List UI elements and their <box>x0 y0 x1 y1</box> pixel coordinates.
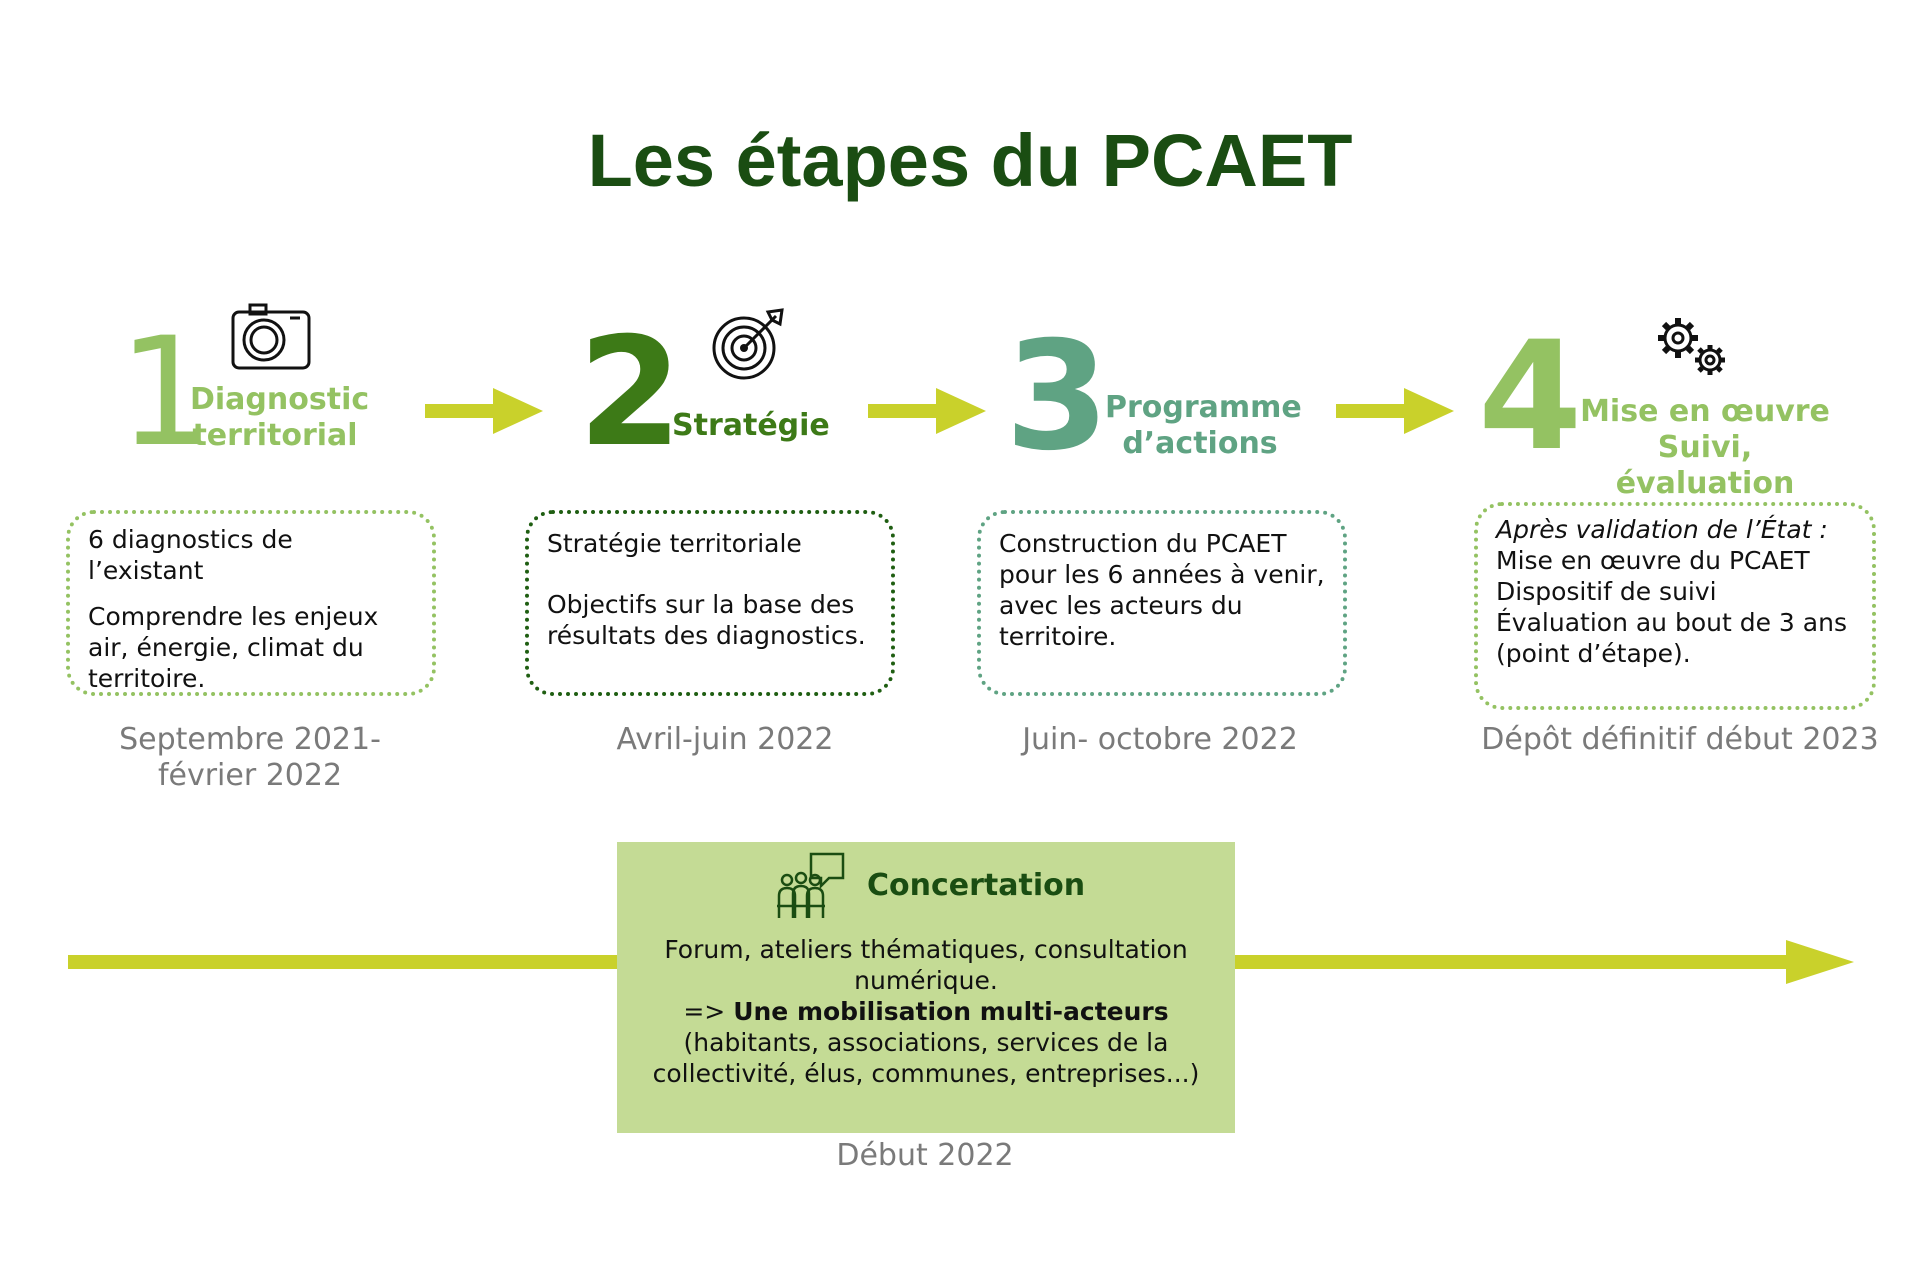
step-3-box-line: territoire. <box>999 622 1117 651</box>
concertation-line: => Une mobilisation multi-acteurs <box>617 996 1235 1027</box>
concertation-line: collectivité, élus, communes, entreprise… <box>652 1059 1200 1088</box>
step-3-label-line: Programme <box>1105 390 1302 425</box>
target-icon <box>710 306 786 382</box>
step-4-label: Mise en œuvre Suivi, évaluation <box>1575 394 1835 502</box>
step-1-label: Diagnostic territorial <box>190 382 370 454</box>
step-4-label-line: Mise en œuvre <box>1580 394 1830 429</box>
step-3-number: 3 <box>1005 310 1110 484</box>
step-4-box-line: Dispositif de suivi <box>1496 577 1717 606</box>
step-3-box-line: pour les 6 années à venir, <box>999 560 1325 589</box>
step-4-label-line: Suivi, évaluation <box>1615 430 1795 501</box>
step-1-box-line: territoire. <box>88 664 206 693</box>
step-1-date-line: Septembre 2021- <box>119 722 381 757</box>
concertation-title: Concertation <box>867 868 1086 903</box>
step-arrow <box>425 386 545 440</box>
step-4-date: Dépôt définitif début 2023 <box>1470 722 1890 758</box>
page-title: Les étapes du PCAET <box>587 119 1353 202</box>
step-4-box-line: Évaluation au bout de 3 ans <box>1496 608 1847 637</box>
concertation-arrow-prefix: => <box>683 997 734 1026</box>
step-arrow <box>868 386 988 440</box>
step-3-box-line: avec les acteurs du <box>999 591 1243 620</box>
step-3-label: Programme d’actions <box>1105 390 1302 462</box>
step-3-date: Juin- octobre 2022 <box>1000 722 1320 758</box>
step-3-box-line: Construction du PCAET <box>999 529 1287 558</box>
step-1-box-line: Comprendre les enjeux <box>88 602 379 631</box>
concertation-line: (habitants, associations, services de la <box>683 1028 1169 1057</box>
step-2-date-line: Avril-juin 2022 <box>616 722 834 757</box>
step-1-date-line: février 2022 <box>157 758 343 793</box>
step-4-box-line: (point d’étape). <box>1496 639 1691 668</box>
step-2-box-line: Objectifs sur la base des <box>547 590 855 619</box>
step-2-number: 2 <box>578 306 683 480</box>
step-1-label-line: territorial <box>192 418 358 453</box>
gears-icon <box>1652 314 1730 380</box>
step-2-box-line: résultats des diagnostics. <box>547 621 866 650</box>
step-1-box-line: air, énergie, climat du <box>88 633 364 662</box>
concertation-body: Forum, ateliers thématiques, consultatio… <box>617 934 1235 1089</box>
step-2-label-line: Stratégie <box>672 408 830 443</box>
step-arrow <box>1336 386 1456 440</box>
step-4-box-line: Mise en œuvre du PCAET <box>1496 546 1810 575</box>
step-3-date-line: Juin- octobre 2022 <box>1022 722 1298 757</box>
camera-icon <box>230 302 312 372</box>
concertation-line: Forum, ateliers thématiques, consultatio… <box>664 935 1188 964</box>
step-1-label-line: Diagnostic <box>190 382 370 417</box>
step-4-box: Après validation de l’État : Mise en œuv… <box>1474 502 1876 710</box>
step-4-number: 4 <box>1478 310 1583 484</box>
step-1-date: Septembre 2021- février 2022 <box>100 722 400 794</box>
step-2-label: Stratégie <box>672 408 830 444</box>
step-3-box: Construction du PCAET pour les 6 années … <box>977 510 1347 696</box>
step-1-box-line: 6 diagnostics de l’existant <box>88 525 293 585</box>
concertation-highlight: Une mobilisation multi-acteurs <box>733 997 1169 1026</box>
step-1-number: 1 <box>118 306 214 480</box>
step-4-box-intro: Après validation de l’État : <box>1496 515 1828 544</box>
step-2-box-line: Stratégie territoriale <box>547 529 802 558</box>
concertation-box: Concertation Forum, ateliers thématiques… <box>617 842 1235 1133</box>
concertation-date: Début 2022 <box>836 1138 1014 1173</box>
concertation-line: numérique. <box>854 966 998 995</box>
step-1-box: 6 diagnostics de l’existant Comprendre l… <box>66 510 436 696</box>
step-2-date: Avril-juin 2022 <box>560 722 890 758</box>
step-2-box: Stratégie territoriale Objectifs sur la … <box>525 510 895 696</box>
people-discussion-icon <box>775 850 847 922</box>
step-4-date-line: Dépôt définitif début 2023 <box>1481 722 1879 757</box>
step-3-label-line: d’actions <box>1122 426 1278 461</box>
